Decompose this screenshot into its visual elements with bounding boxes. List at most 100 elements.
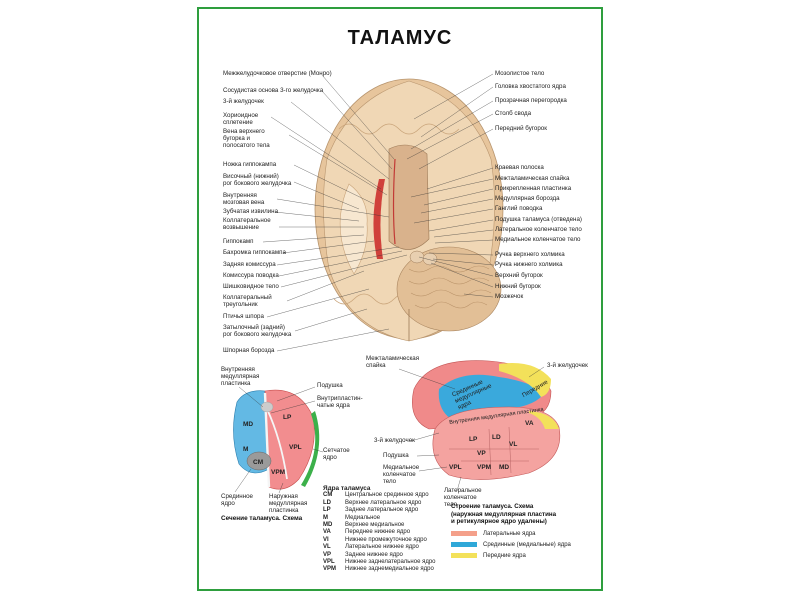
section-intralaminar-label: Внутрипластин- чатые ядра bbox=[317, 395, 363, 409]
nuclei-table: Ядра таламуса CM Центральное срединное яд… bbox=[323, 485, 436, 574]
nucleus-name: Нижнее заднемедиальное ядро bbox=[345, 566, 434, 573]
section-label-cm: CM bbox=[253, 459, 263, 466]
nucleus-abbr: VP bbox=[323, 551, 332, 558]
right-label-6: Краевая полоска bbox=[495, 164, 544, 171]
td-caption: Строение таламуса. Схема (наружная медул… bbox=[451, 503, 557, 525]
label-3d-vpl: VPL bbox=[449, 464, 462, 471]
nucleus-name: Верхнее латеральное ядро bbox=[345, 499, 422, 506]
right-label-17: Нижний бугорок bbox=[495, 283, 541, 290]
nucleus-abbr: VA bbox=[323, 529, 331, 536]
nuclei-table-row: VP Заднее нижнее ядро bbox=[323, 552, 436, 559]
color-swatch bbox=[451, 531, 477, 536]
nucleus-name: Переднее нижнее ядро bbox=[345, 529, 411, 536]
right-label-16: Верхний бугорок bbox=[495, 272, 543, 279]
section-median-label: Срединное ядро bbox=[221, 493, 253, 507]
td-interthalamic-label: Межталамическая спайка bbox=[366, 355, 420, 369]
nucleus-abbr: LD bbox=[323, 499, 331, 506]
right-label-11: Подушка таламуса (отведена) bbox=[495, 216, 582, 223]
right-label-5: Передний бугорок bbox=[495, 125, 547, 132]
section-caption: Сечение таламуса. Схема bbox=[221, 515, 303, 522]
left-label-4: Хориоидное сплетение bbox=[223, 112, 259, 126]
right-label-15: Ручка нижнего холмика bbox=[495, 261, 563, 268]
left-label-2: Сосудистая основа 3-го желудочка bbox=[223, 87, 324, 94]
section-external-lamina-label: Наружная медуллярная пластинка bbox=[269, 493, 308, 514]
nucleus-name: Нижнее промежуточное ядро bbox=[345, 536, 427, 543]
section-label-m: M bbox=[243, 446, 248, 453]
nucleus-abbr: VI bbox=[323, 536, 329, 543]
thalamus-section-schema: MD LP M VPL CM VPM bbox=[233, 386, 324, 494]
label-3d-vl: VL bbox=[509, 441, 517, 448]
left-label-13: Задняя комиссура bbox=[223, 261, 276, 268]
right-label-2: Головка хвостатого ядра bbox=[495, 83, 566, 90]
left-label-10: Коллатеральное возвышение bbox=[223, 217, 271, 231]
section-reticular-label: Сетчатое ядро bbox=[323, 447, 350, 461]
right-label-3: Прозрачная перегородка bbox=[495, 97, 567, 104]
left-leader-lines bbox=[262, 74, 408, 352]
nuclei-table-row: M Медиальное bbox=[323, 515, 436, 522]
nucleus-name: Нижнее заднелатеральное ядро bbox=[345, 559, 436, 566]
right-label-8: Прикрепленная пластинка bbox=[495, 185, 572, 192]
nucleus-name: Заднее латеральное ядро bbox=[345, 507, 419, 514]
nuclei-table-row: VI Нижнее промежуточное ядро bbox=[323, 537, 436, 544]
right-label-4: Столб свода bbox=[495, 110, 532, 117]
left-label-5: Вена верхнего бугорка и полосатого тела bbox=[223, 128, 270, 149]
left-label-19: Шпорная борозда bbox=[223, 347, 275, 354]
td-third-ventricle-top-label: 3-й желудочек bbox=[547, 362, 588, 369]
nucleus-name: Латеральное нижнее ядро bbox=[345, 544, 419, 551]
nuclei-table-row: LP Заднее латеральное ядро bbox=[323, 507, 436, 514]
nucleus-abbr: CM bbox=[323, 492, 333, 499]
label-3d-vpm: VPM bbox=[477, 464, 491, 471]
section-internal-lamina-label: Внутренняя медуллярная пластинка bbox=[221, 366, 260, 387]
left-label-9: Зубчатая извилина bbox=[223, 208, 279, 215]
illustration-layer: MD LP M VPL CM VPM bbox=[233, 73, 561, 494]
nuclei-table-row: MD Верхнее медиальное bbox=[323, 522, 436, 529]
section-pulvinar-label: Подушка bbox=[317, 382, 343, 389]
left-label-7: Височный (нижний) рог бокового желудочка bbox=[223, 173, 292, 187]
nuclei-table-row: VA Переднее нижнее ядро bbox=[323, 529, 436, 536]
poster-title: ТАЛАМУС bbox=[347, 27, 453, 49]
nucleus-abbr: M bbox=[323, 514, 328, 521]
left-label-8: Внутренняя мозговая вена bbox=[223, 192, 265, 206]
section-label-vpl: VPL bbox=[289, 444, 302, 451]
nucleus-name: Медиальное bbox=[345, 514, 381, 521]
color-legend-item: Срединные (медиальные) ядра bbox=[451, 539, 571, 550]
nuclei-table-row: VL Латеральное нижнее ядро bbox=[323, 544, 436, 551]
nucleus-name: Верхнее медиальное bbox=[345, 522, 405, 529]
color-legend-item: Передние ядра bbox=[451, 550, 571, 561]
nuclei-table-row: VPM Нижнее заднемедиальное ядро bbox=[323, 566, 436, 573]
td-third-ventricle-left-label: 3-й желудочек bbox=[374, 437, 415, 444]
left-label-14: Комиссура поводка bbox=[223, 272, 279, 279]
nucleus-name: Заднее нижнее ядро bbox=[345, 551, 403, 558]
label-3d-vp: VP bbox=[477, 450, 486, 457]
label-3d-va: VA bbox=[525, 420, 534, 427]
color-swatch bbox=[451, 553, 477, 558]
color-legend-label: Латеральные ядра bbox=[483, 530, 536, 537]
section-label-lp: LP bbox=[283, 414, 292, 421]
right-label-13: Медиальное коленчатое тело bbox=[495, 236, 581, 243]
nucleus-name: Центральное срединное ядро bbox=[345, 492, 429, 499]
right-label-12: Латеральное коленчатое тело bbox=[495, 226, 582, 233]
color-legend-item: Латеральные ядра bbox=[451, 528, 571, 539]
right-label-14: Ручка верхнего холмика bbox=[495, 251, 565, 258]
right-label-1: Мозолистое тело bbox=[495, 70, 545, 77]
poster-frame: ТАЛАМУС bbox=[197, 7, 603, 591]
nucleus-abbr: LP bbox=[323, 507, 331, 514]
thalamus-3d-schema: LD VA LP VL VP VPL VPM MD bbox=[398, 360, 561, 492]
nucleus-abbr: VPL bbox=[323, 559, 335, 566]
left-label-15: Шишковидное тело bbox=[223, 283, 279, 290]
td-pulvinar-label: Подушка bbox=[383, 452, 409, 459]
nuclei-table-header: Ядра таламуса bbox=[323, 485, 371, 492]
label-3d-ld: LD bbox=[492, 434, 501, 441]
right-label-18: Мозжечок bbox=[495, 293, 524, 300]
left-label-17: Птичья шпора bbox=[223, 313, 264, 320]
section-label-md: MD bbox=[243, 421, 253, 428]
nucleus-abbr: VPM bbox=[323, 566, 337, 573]
left-label-18: Затылочный (задний) рог бокового желудоч… bbox=[223, 324, 292, 338]
nucleus-abbr: VL bbox=[323, 544, 331, 551]
nucleus-abbr: MD bbox=[323, 522, 333, 529]
left-label-1: Межжелудочковое отверстие (Монро) bbox=[223, 70, 332, 77]
section-label-vpm: VPM bbox=[271, 469, 285, 476]
left-label-16: Коллатеральный треугольник bbox=[223, 294, 272, 308]
nuclei-table-row: VPL Нижнее заднелатеральное ядро bbox=[323, 559, 436, 566]
